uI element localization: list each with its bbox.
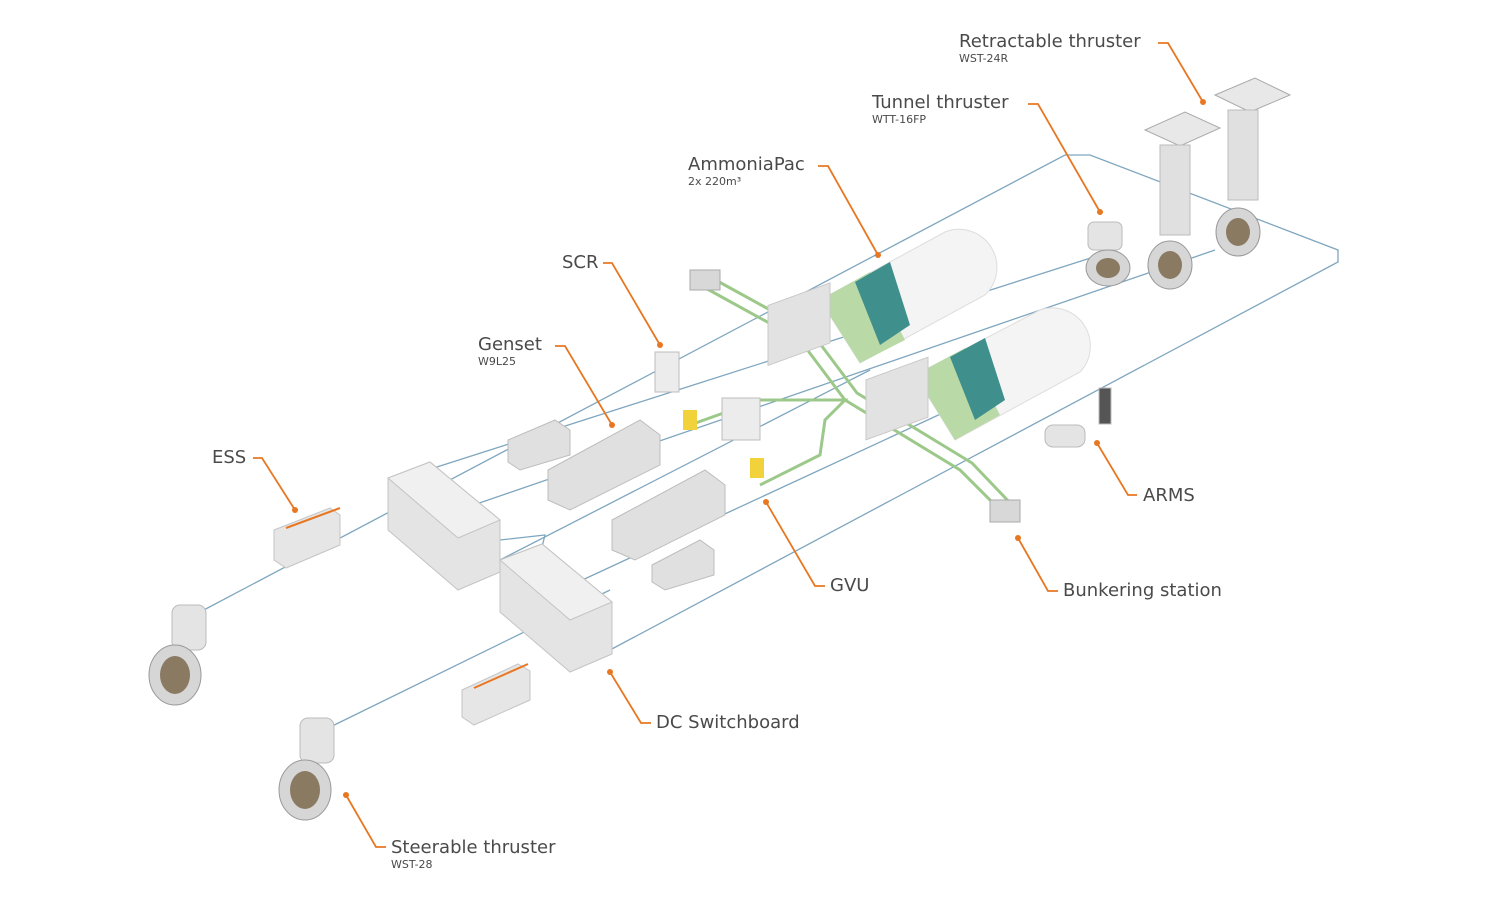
- label-ess: ESS: [212, 449, 246, 467]
- label-retractable-thruster: Retractable thruster WST-24R: [959, 31, 1141, 65]
- label-genset: Genset W9L25: [478, 334, 542, 368]
- label-title: DC Switchboard: [656, 712, 800, 733]
- label-model: WST-28: [391, 858, 433, 871]
- label-title: Bunkering station: [1063, 580, 1222, 601]
- ess-battery-2: [461, 663, 531, 726]
- label-model: WST-24R: [959, 52, 1009, 65]
- steerable-thruster-1: [148, 604, 207, 706]
- ammonia-tank-2: [865, 307, 1091, 441]
- label-gvu: GVU: [830, 577, 869, 595]
- retractable-thruster-2: [1213, 77, 1292, 257]
- label-arms: ARMS: [1143, 487, 1195, 505]
- label-model: WTT-16FP: [872, 113, 927, 126]
- ammonia-tank-1: [767, 228, 998, 367]
- dc-switchboard-2: [499, 543, 613, 673]
- tunnel-thruster: [1085, 221, 1131, 287]
- label-title: AmmoniaPac: [688, 154, 805, 175]
- label-steerable-thruster: Steerable thruster WST-28: [391, 837, 556, 871]
- leader-scr: [603, 262, 661, 346]
- leader-lines: [253, 42, 1204, 848]
- label-tunnel-thruster: Tunnel thruster WTT-16FP: [872, 92, 1009, 126]
- steerable-thruster-2: [278, 717, 335, 821]
- retractable-thruster-1: [1143, 111, 1222, 290]
- cable-line: [499, 369, 871, 561]
- leader-bunkering: [1017, 537, 1058, 592]
- label-title: GVU: [830, 575, 870, 596]
- cable-line: [549, 404, 961, 596]
- dc-switchboard-1: [387, 461, 501, 591]
- leader-dots: [292, 99, 1206, 798]
- label-title: ARMS: [1143, 485, 1195, 506]
- label-title: SCR: [562, 252, 599, 273]
- cable-line: [199, 154, 1339, 651]
- leader-retractable: [1158, 42, 1204, 103]
- genset-1: [507, 351, 680, 511]
- leader-tunnel: [1028, 103, 1101, 213]
- label-ammoniapac: AmmoniaPac 2x 220m³: [688, 154, 805, 188]
- genset-2: [611, 397, 761, 591]
- arms-unit: [1044, 387, 1112, 448]
- label-capacity: 2x 220m³: [688, 175, 742, 188]
- leader-genset: [555, 345, 613, 426]
- leader-steerable: [345, 794, 386, 848]
- leader-ess: [253, 457, 296, 511]
- label-dc-switchboard: DC Switchboard: [656, 714, 800, 732]
- label-title: Steerable thruster: [391, 837, 556, 858]
- leader-ammoniapac: [818, 165, 879, 256]
- ess-battery-1: [273, 507, 341, 569]
- label-title: Genset: [478, 334, 542, 355]
- bunkering-station: [689, 269, 1021, 523]
- gvu-units: [683, 410, 764, 478]
- label-bunkering-station: Bunkering station: [1063, 582, 1222, 600]
- label-title: ESS: [212, 447, 247, 468]
- leader-gvu: [765, 501, 825, 587]
- leader-dc-switchboard: [609, 671, 651, 724]
- label-scr: SCR: [562, 254, 599, 272]
- label-title: Tunnel thruster: [872, 92, 1009, 113]
- leader-arms: [1096, 442, 1137, 496]
- label-title: Retractable thruster: [959, 31, 1141, 52]
- label-model: W9L25: [478, 355, 517, 368]
